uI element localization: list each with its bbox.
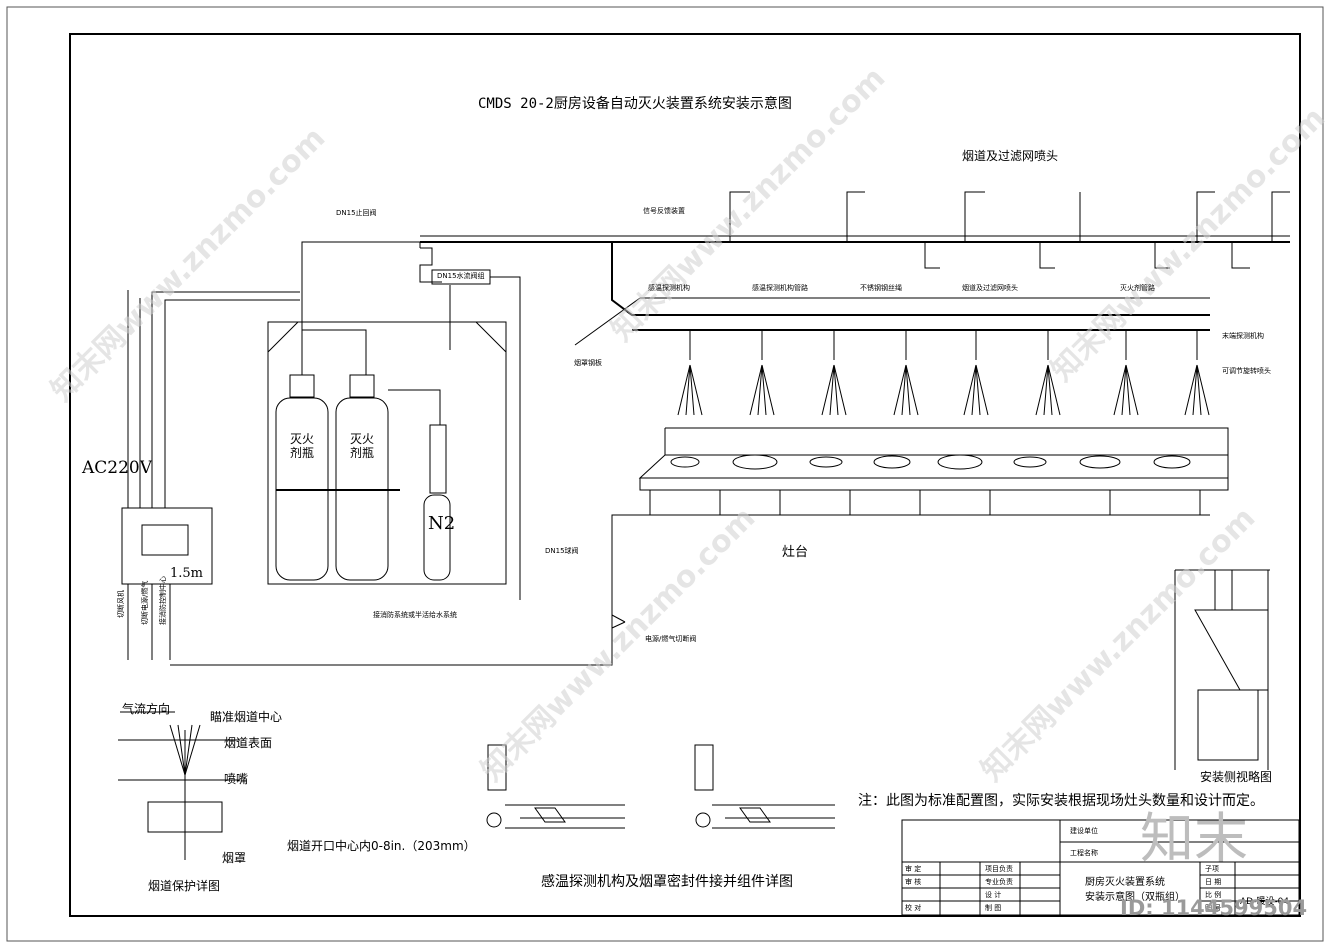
tb-project-name: 工程名称 [1070,849,1098,857]
stove-range [638,427,1229,515]
label-hood: 烟罩 [222,851,247,865]
label-steel-wire: 不锈钢钢丝绳 [860,284,902,292]
tb-drawing-title-1: 厨房灭火装置系统 [1085,877,1165,888]
tb-date: 日 期 [1205,878,1222,886]
label-swivel-nozzle: 可调节旋转喷头 [1222,367,1271,375]
tb-check: 校 对 [905,904,922,912]
tb-drawing-no-label: 图 号 [1205,904,1222,912]
tb-approve: 审 定 [905,865,922,873]
label-flue-detail: 烟道保护详图 [148,879,221,893]
ac220v-label: AC220V [82,458,153,478]
tb-review: 审 核 [905,878,922,886]
n2-label: N2 [428,513,456,534]
label-sense-pipe: 感温探测机构管路 [752,284,808,292]
tb-draw: 制 图 [985,904,1002,912]
spray-nozzles [677,330,1210,416]
drawing-title: CMDS 20-2厨房设备自动灭火装置系统安装示意图 [478,96,792,112]
inner-border [69,33,1301,917]
tb-discipline-lead: 专业负责 [985,878,1013,886]
title-block [901,819,1300,916]
label-fire-water: 接消防系统或半活给水系统 [373,611,457,619]
bottle-2-label-a: 灭火 [350,432,375,446]
label-ball-valve: DN15球阀 [545,547,579,555]
tb-scale: 比 例 [1205,891,1222,899]
label-side-view: 安装侧视略图 [1200,770,1273,784]
label-flue-open: 烟道开口中心内0-8in.（203mm） [287,839,476,853]
bottle-1-label-b: 剂瓶 [290,446,315,460]
label-stove: 灶台 [782,545,809,560]
label-sense-mech: 感温探测机构 [648,284,690,292]
bottle-1-label-a: 灭火 [290,432,315,446]
label-flue-filter: 烟道及过滤网喷头 [962,284,1018,292]
note-text: 注：此图为标准配置图，实际安装根据现场灶头数量和设计而定。 [858,793,1264,809]
label-out-center: 接消防控制中心 [159,576,167,625]
side-view [1174,569,1270,770]
label-flue-nozzle: 烟道及过滤网喷头 [962,149,1059,163]
label-dn15-stop-valve: DN15止回阀 [336,209,377,217]
outer-border [6,6,1324,942]
label-out-fan: 切断风机 [117,590,125,618]
watermark-brand: 知末 [1140,807,1248,870]
label-flue-surface: 烟道表面 [224,736,273,750]
tb-sub-item: 子项 [1205,865,1219,873]
tb-project-lead: 项目负责 [985,865,1013,873]
bottle-2-label-b: 剂瓶 [350,446,375,460]
tb-build-unit: 建设单位 [1070,827,1098,835]
flue-detail [118,711,240,860]
label-gas-cutoff: 电源/燃气切断阀 [645,635,697,643]
detector-detail-1 [486,744,625,829]
label-agent-pipe: 灭火剂管路 [1120,284,1155,292]
label-out-power: 切断电源/燃气 [141,580,149,625]
tb-drawing-title-2: 安装示意图（双瓶组） [1085,892,1185,903]
height-label: 1.5m [170,566,204,581]
label-signal-feedback: 信号反馈装置 [643,207,685,215]
tb-drawing-no: AD-暖设-04 [1240,897,1290,907]
label-airflow: 气流方向 [122,702,171,716]
label-nozzle: 喷嘴 [224,772,249,786]
n2-bottle [423,494,451,581]
watermark-id: ID: 1144599504 [1120,896,1308,920]
label-end-sensor: 末端探测机构 [1222,332,1264,340]
label-detector-detail: 感温探测机构及烟罩密封件接并组件详图 [541,874,793,890]
cabinet [267,321,507,585]
label-aim-center: 瞄准烟道中心 [210,710,283,724]
tb-design: 设 计 [985,891,1002,899]
detector-detail-2 [694,744,835,829]
label-flow-valve: DN15水流阀组 [437,272,485,280]
control-box [121,507,213,585]
label-hood-plate: 烟罩钢板 [574,359,602,367]
